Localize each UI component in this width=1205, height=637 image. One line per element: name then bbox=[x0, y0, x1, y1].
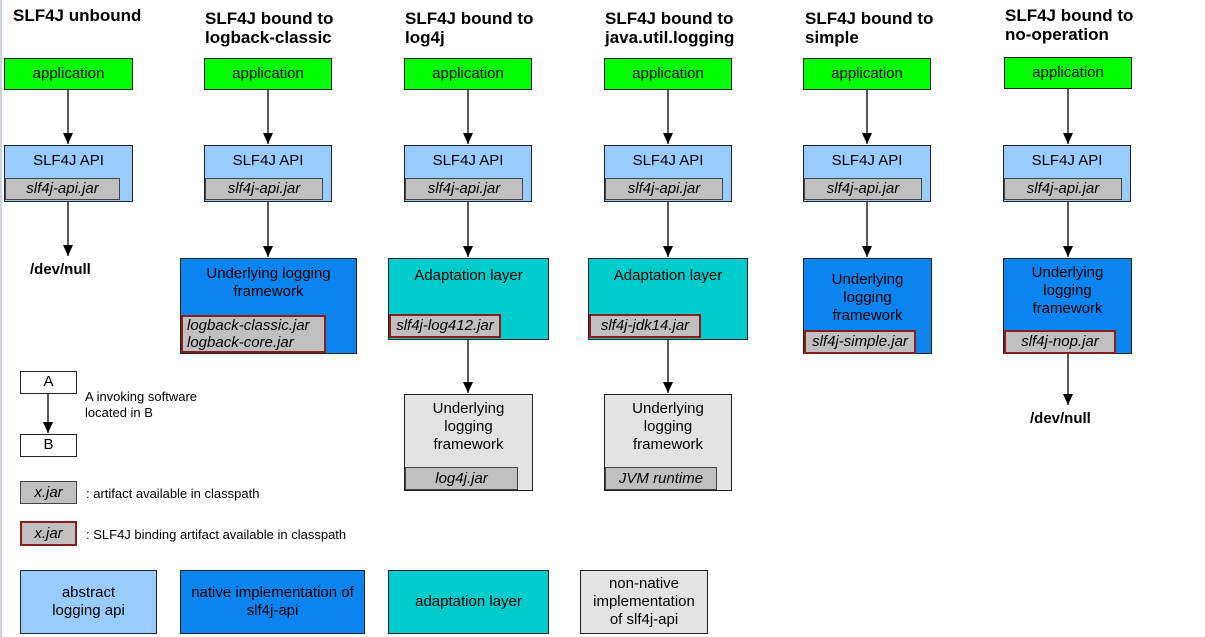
slf4j-api-box: SLF4J API slf4j-api.jar bbox=[4, 145, 133, 202]
arrow-head bbox=[1063, 394, 1073, 405]
column-title-logback: SLF4J bound to logback-classic bbox=[205, 9, 334, 47]
column-title-log4j: SLF4J bound to log4j bbox=[405, 9, 534, 47]
framework-label: Underlying logging framework bbox=[831, 271, 904, 324]
slf4j-api-box: SLF4J API slf4j-api.jar bbox=[1003, 145, 1131, 202]
dev-null-label: /dev/null bbox=[30, 261, 91, 278]
legend-binding-sample: x.jar bbox=[20, 521, 77, 546]
slf4j-nop-jar: slf4j-nop.jar bbox=[1004, 330, 1116, 354]
slf4j-api-label: SLF4J API bbox=[33, 152, 104, 169]
framework-label: Underlying logging framework bbox=[206, 265, 331, 300]
legend-adaptation-label: adaptation layer bbox=[415, 593, 522, 610]
legend-invoke-text: A invoking software located in B bbox=[85, 389, 198, 420]
arrow-head bbox=[463, 382, 473, 393]
adaptation-layer-box: Adaptation layer slf4j-log412.jar bbox=[388, 258, 549, 340]
slf4j-api-jar: slf4j-api.jar bbox=[605, 178, 723, 200]
native-framework-box: Underlying logging framework slf4j-nop.j… bbox=[1003, 258, 1132, 354]
non-native-framework-box: Underlying logging framework JVM runtime bbox=[604, 394, 732, 491]
legend-abstract-api: abstract logging api bbox=[20, 570, 157, 634]
legend-non-native: non-native implementation of slf4j-api bbox=[580, 570, 708, 634]
native-framework-box: Underlying logging framework logback-cla… bbox=[180, 258, 357, 354]
slf4j-api-jar: slf4j-api.jar bbox=[5, 178, 120, 200]
legend-jar-desc: : artifact available in classpath bbox=[86, 486, 260, 501]
column-title-unbound: SLF4J unbound bbox=[13, 6, 142, 25]
arrow-head bbox=[1063, 246, 1073, 257]
slf4j-api-label: SLF4J API bbox=[632, 152, 704, 169]
column-title-jul: SLF4J bound to java.util.logging bbox=[605, 9, 735, 47]
dev-null-label: /dev/null bbox=[1030, 410, 1091, 427]
slf4j-api-label: SLF4J API bbox=[232, 152, 304, 169]
slf4j-log412-jar: slf4j-log412.jar bbox=[389, 314, 501, 338]
application-box: application bbox=[4, 58, 133, 90]
column-title-simple: SLF4J bound to simple bbox=[805, 9, 934, 47]
slf4j-api-box: SLF4J API slf4j-api.jar bbox=[803, 145, 931, 202]
legend-adaptation-layer: adaptation layer bbox=[388, 570, 549, 634]
slf4j-api-box: SLF4J API slf4j-api.jar bbox=[204, 145, 332, 202]
legend-non-native-label: non-native implementation of slf4j-api bbox=[593, 575, 695, 628]
adaptation-layer-box: Adaptation layer slf4j-jdk14.jar bbox=[588, 258, 748, 340]
arrow-head bbox=[43, 422, 53, 433]
application-box: application bbox=[1004, 57, 1132, 89]
arrow-head bbox=[1063, 133, 1073, 144]
slf4j-api-label: SLF4J API bbox=[432, 152, 504, 169]
slf4j-api-box: SLF4J API slf4j-api.jar bbox=[404, 145, 532, 202]
legend-native-label: native implementation of slf4j-api bbox=[191, 584, 354, 619]
legend-jar-sample: x.jar bbox=[20, 481, 77, 504]
logback-core-jar: logback-core.jar bbox=[187, 334, 294, 351]
native-framework-box: Underlying logging framework slf4j-simpl… bbox=[803, 258, 932, 354]
slf4j-api-label: SLF4J API bbox=[1031, 152, 1103, 169]
slf4j-api-jar: slf4j-api.jar bbox=[405, 178, 523, 200]
adaptation-label: Adaptation layer bbox=[613, 267, 723, 284]
slf4j-api-box: SLF4J API slf4j-api.jar bbox=[604, 145, 732, 202]
arrow-head bbox=[862, 133, 872, 144]
arrow-head bbox=[663, 133, 673, 144]
arrow-head bbox=[463, 246, 473, 257]
non-native-framework-box: Underlying logging framework log4j.jar bbox=[404, 394, 533, 491]
jvm-runtime-jar: JVM runtime bbox=[605, 467, 717, 490]
slf4j-api-label: SLF4J API bbox=[831, 152, 903, 169]
application-box: application bbox=[204, 58, 332, 90]
log4j-jar: log4j.jar bbox=[405, 467, 518, 490]
arrow-head bbox=[63, 133, 73, 144]
framework-label: Underlying logging framework bbox=[1031, 264, 1104, 317]
framework-label: Underlying logging framework bbox=[432, 400, 505, 453]
application-box: application bbox=[404, 58, 532, 90]
application-box: application bbox=[803, 58, 931, 90]
arrow-head bbox=[663, 246, 673, 257]
slf4j-api-jar: slf4j-api.jar bbox=[205, 178, 323, 200]
application-box: application bbox=[604, 58, 732, 90]
arrow-head bbox=[862, 246, 872, 257]
arrow-head bbox=[263, 133, 273, 144]
adaptation-label: Adaptation layer bbox=[414, 267, 523, 284]
slf4j-api-jar: slf4j-api.jar bbox=[804, 178, 922, 200]
slf4j-simple-jar: slf4j-simple.jar bbox=[804, 330, 916, 354]
slf4j-jdk14-jar: slf4j-jdk14.jar bbox=[589, 314, 701, 338]
column-title-nop: SLF4J bound to no-operation bbox=[1005, 6, 1134, 44]
legend-binding-desc: : SLF4J binding artifact available in cl… bbox=[86, 527, 347, 542]
arrow-head bbox=[263, 246, 273, 257]
logback-jars: logback-classic.jar logback-core.jar bbox=[181, 315, 326, 353]
logback-classic-jar: logback-classic.jar bbox=[187, 317, 310, 334]
legend-box-b: B bbox=[20, 434, 77, 457]
arrow-head bbox=[463, 133, 473, 144]
legend-native-impl: native implementation of slf4j-api bbox=[180, 570, 365, 634]
arrow-head bbox=[663, 382, 673, 393]
slf4j-api-jar: slf4j-api.jar bbox=[1004, 178, 1122, 200]
legend-abstract-label: abstract logging api bbox=[52, 584, 125, 619]
framework-label: Underlying logging framework bbox=[632, 400, 704, 453]
legend-box-a: A bbox=[20, 371, 77, 394]
arrow-head bbox=[63, 245, 73, 256]
